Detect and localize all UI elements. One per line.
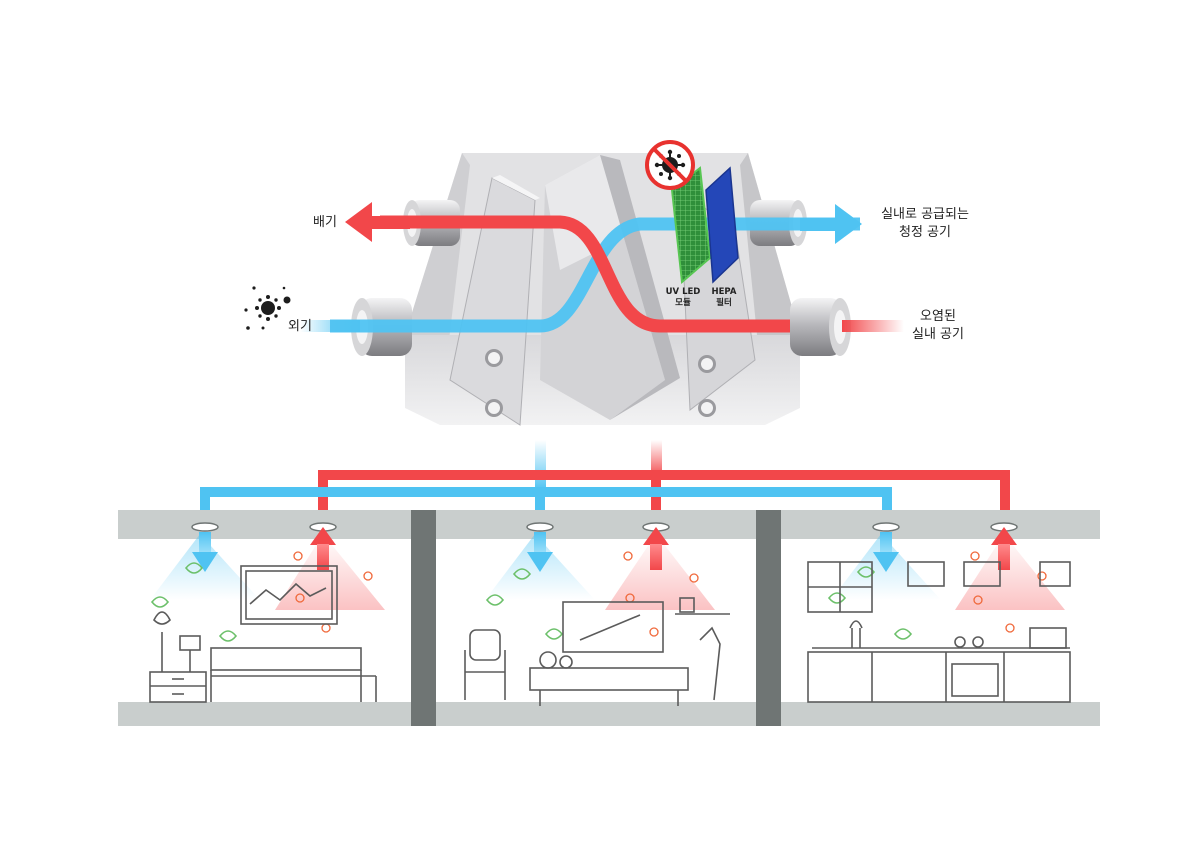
building-structure — [118, 510, 1100, 726]
supply-arrow-room — [192, 532, 899, 572]
supply-arrow — [835, 204, 862, 244]
label-outdoor-air: 외기 — [288, 319, 312, 334]
germ-icon — [293, 551, 1047, 637]
label-polluted-line1: 오염된 — [920, 309, 956, 324]
room-bedroom — [149, 565, 377, 703]
label-polluted-line2: 실내 공기 — [912, 327, 964, 342]
virus-icon — [244, 286, 291, 330]
duct-return — [790, 298, 851, 356]
floor-slab — [118, 702, 1100, 726]
label-uvled-line1: UV LED — [665, 287, 701, 297]
duct-network — [200, 440, 1010, 522]
label-hepa-line1: HEPA — [711, 287, 737, 297]
label-supply-line2: 청정 공기 — [899, 225, 951, 240]
pillar-right — [756, 510, 781, 726]
label-supply-line1: 실내로 공급되는 — [881, 207, 969, 222]
leaf-icon — [150, 562, 913, 642]
label-exhaust: 배기 — [313, 215, 337, 230]
clean-air-path — [330, 217, 860, 333]
ceiling-slab — [118, 510, 1100, 539]
no-virus-icon — [645, 140, 695, 190]
return-duct-main — [318, 470, 1010, 480]
room-living — [464, 597, 730, 706]
exhaust-arrow — [345, 202, 372, 242]
airflow-paths — [300, 202, 904, 333]
dirty-air-path — [380, 215, 790, 333]
return-arrow-room — [310, 527, 1017, 570]
label-hepa-line2: 필터 — [716, 298, 732, 308]
hepa-filter — [705, 166, 739, 284]
hrv-unit — [351, 153, 851, 426]
room-airflow — [150, 527, 1065, 610]
room-kitchen — [807, 561, 1071, 703]
pillar-left — [411, 510, 436, 726]
label-uvled-line2: 모듈 — [675, 298, 691, 308]
supply-duct-main — [200, 487, 892, 497]
